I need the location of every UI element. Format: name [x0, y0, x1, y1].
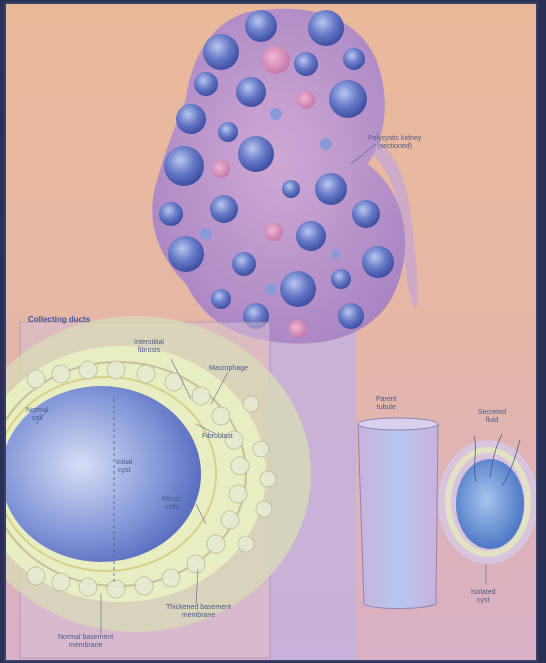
inset-title: Collecting ducts — [28, 315, 90, 324]
illustration-page: Polycystic kidney(sectioned) Collecting … — [6, 4, 536, 660]
polycystic-kidney-illustration — [6, 4, 536, 660]
fibroblast-label: Fibroblast — [202, 433, 233, 441]
kidney-label: Polycystic kidney(sectioned) — [368, 135, 421, 151]
macrophage-label: Macrophage — [209, 365, 248, 373]
isolated-cyst-drawing — [438, 434, 536, 564]
parent-tubule — [358, 418, 438, 609]
